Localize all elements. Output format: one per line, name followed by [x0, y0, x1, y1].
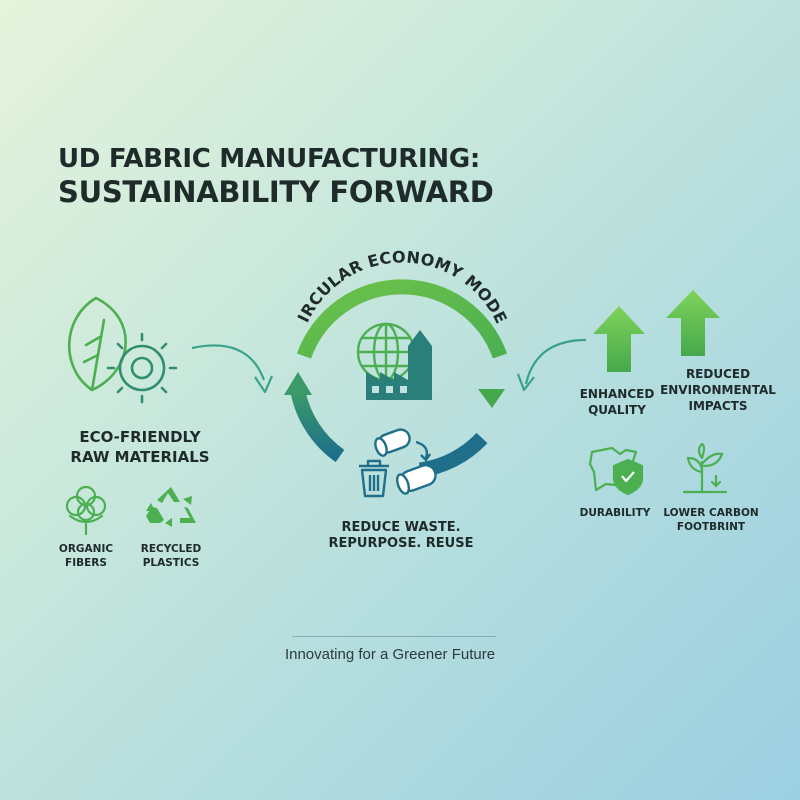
page-title: UD FABRIC MANUFACTURING: SUSTAINABILITY … [58, 144, 494, 210]
reduced-environmental-impacts-label: REDUCED ENVIRONMENTAL IMPACTS [660, 367, 776, 414]
footer-tagline: Innovating for a Greener Future [284, 646, 496, 663]
up-arrow-icon-environment [666, 290, 720, 356]
trash-bin-icon [359, 459, 389, 498]
eco-friendly-raw-materials-label: ECO-FRIENDLY RAW MATERIALS [70, 428, 210, 466]
footer-divider [292, 636, 496, 637]
left-flow-arrow [191, 344, 274, 394]
recycle-icon [146, 487, 196, 527]
durability-label: DURABILITY [579, 507, 651, 519]
title-line-2: SUSTAINABILITY FORWARD [58, 175, 494, 210]
shield-fabric-icon [588, 446, 644, 496]
up-arrow-icon-quality [593, 306, 645, 372]
organic-fibers-label: ORGANIC FIBERS [58, 543, 114, 570]
lower-carbon-footprint-label: LOWER CARBON FOOTBRINT [663, 507, 759, 534]
leaf-gear-icon [67, 296, 178, 404]
recycled-plastics-label: RECYCLED PLASTICS [140, 543, 202, 570]
enhanced-quality-label: ENHANCED QUALITY [579, 387, 655, 418]
globe-factory-icon [356, 322, 432, 400]
center-caption: REDUCE WASTE. REPURPOSE. REUSE [328, 520, 474, 552]
fabric-roll-icon [374, 428, 437, 495]
cotton-icon [65, 485, 107, 536]
arc-title: CIRCULAR ECONOMY MODEL [0, 0, 511, 327]
right-flow-arrow [516, 338, 587, 392]
title-line-1: UD FABRIC MANUFACTURING: [58, 144, 480, 174]
sprout-icon [682, 442, 728, 494]
